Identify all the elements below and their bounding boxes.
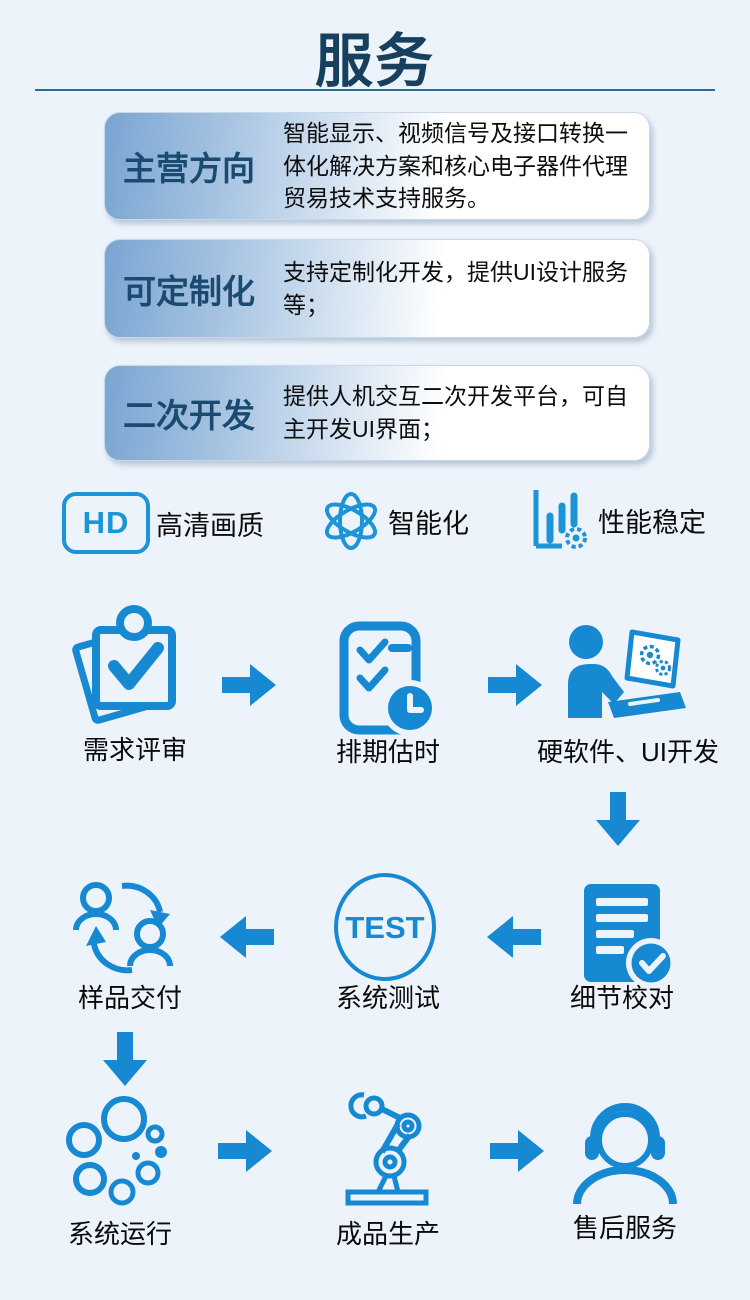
arrow-down-icon [103,1032,147,1086]
feature-performance-label: 性能稳定 [598,507,706,538]
card-customizable-text: 支持定制化开发，提供UI设计服务等； [283,258,628,318]
card-secondary-development: 二次开发 提供人机交互二次开发平台，可自主开发UI界面； [104,365,650,461]
card-main-direction-label: 主营方向 [123,150,255,187]
arrow-right-icon [222,664,276,706]
performance-chart-icon [533,490,587,549]
hd-icon: HD [62,492,150,554]
document-check-icon [584,884,676,988]
handover-people-icon [73,882,173,974]
developer-laptop-icon [568,625,686,718]
card-main-direction: 主营方向 智能显示、视频信号及接口转换一体化解决方案和核心电子器件代理贸易技术支… [104,112,650,220]
step-system-test-label: 系统测试 [335,983,440,1013]
card-main-direction-text: 智能显示、视频信号及接口转换一体化解决方案和核心电子器件代理贸易技术支持服务。 [283,120,628,212]
step-system-operation-label: 系统运行 [67,1219,172,1249]
step-product-manufacture-label: 成品生产 [335,1219,440,1249]
step-sample-delivery-label: 样品交付 [77,983,182,1013]
feature-hd: HD 高清画质 [62,492,264,554]
clipboard-check-icon [72,605,176,724]
arrow-right-icon [488,664,542,706]
card-secondary-development-label: 二次开发 [123,397,255,434]
feature-hd-label: 高清画质 [156,510,264,541]
feature-intelligent-label: 智能化 [388,508,469,539]
test-circle-icon: TEST [334,873,436,981]
arrow-right-icon [218,1130,272,1172]
hd-icon-text: HD [82,505,130,540]
arrow-left-icon [487,916,541,958]
step-hardware-software-ui-label: 硬软件、UI开发 [536,737,719,767]
bubbles-icon [66,1096,167,1206]
card-customizable-label: 可定制化 [123,272,255,310]
arrow-right-icon [490,1130,544,1172]
title-divider [35,89,715,91]
atom-icon [324,492,378,550]
step-detail-proofread-label: 细节校对 [569,983,674,1013]
card-customizable: 可定制化 支持定制化开发，提供UI设计服务等； [104,239,650,338]
feature-row: HD 高清画质 智能化 [0,486,750,566]
schedule-clock-icon [339,621,438,736]
step-requirement-review-label: 需求评审 [82,735,187,765]
test-badge-text: TEST [345,910,424,945]
robot-arm-icon [345,1092,429,1206]
feature-intelligent: 智能化 [320,490,469,552]
arrow-down-icon [596,792,640,846]
page-title: 服务 [314,29,435,94]
arrow-left-icon [220,916,274,958]
feature-performance: 性能稳定 [528,488,706,552]
step-after-sales-label: 售后服务 [572,1213,677,1243]
card-secondary-development-text: 提供人机交互二次开发平台，可自主开发UI界面； [283,383,628,442]
step-schedule-estimate-label: 排期估时 [335,737,440,767]
headset-support-icon [573,1103,677,1205]
